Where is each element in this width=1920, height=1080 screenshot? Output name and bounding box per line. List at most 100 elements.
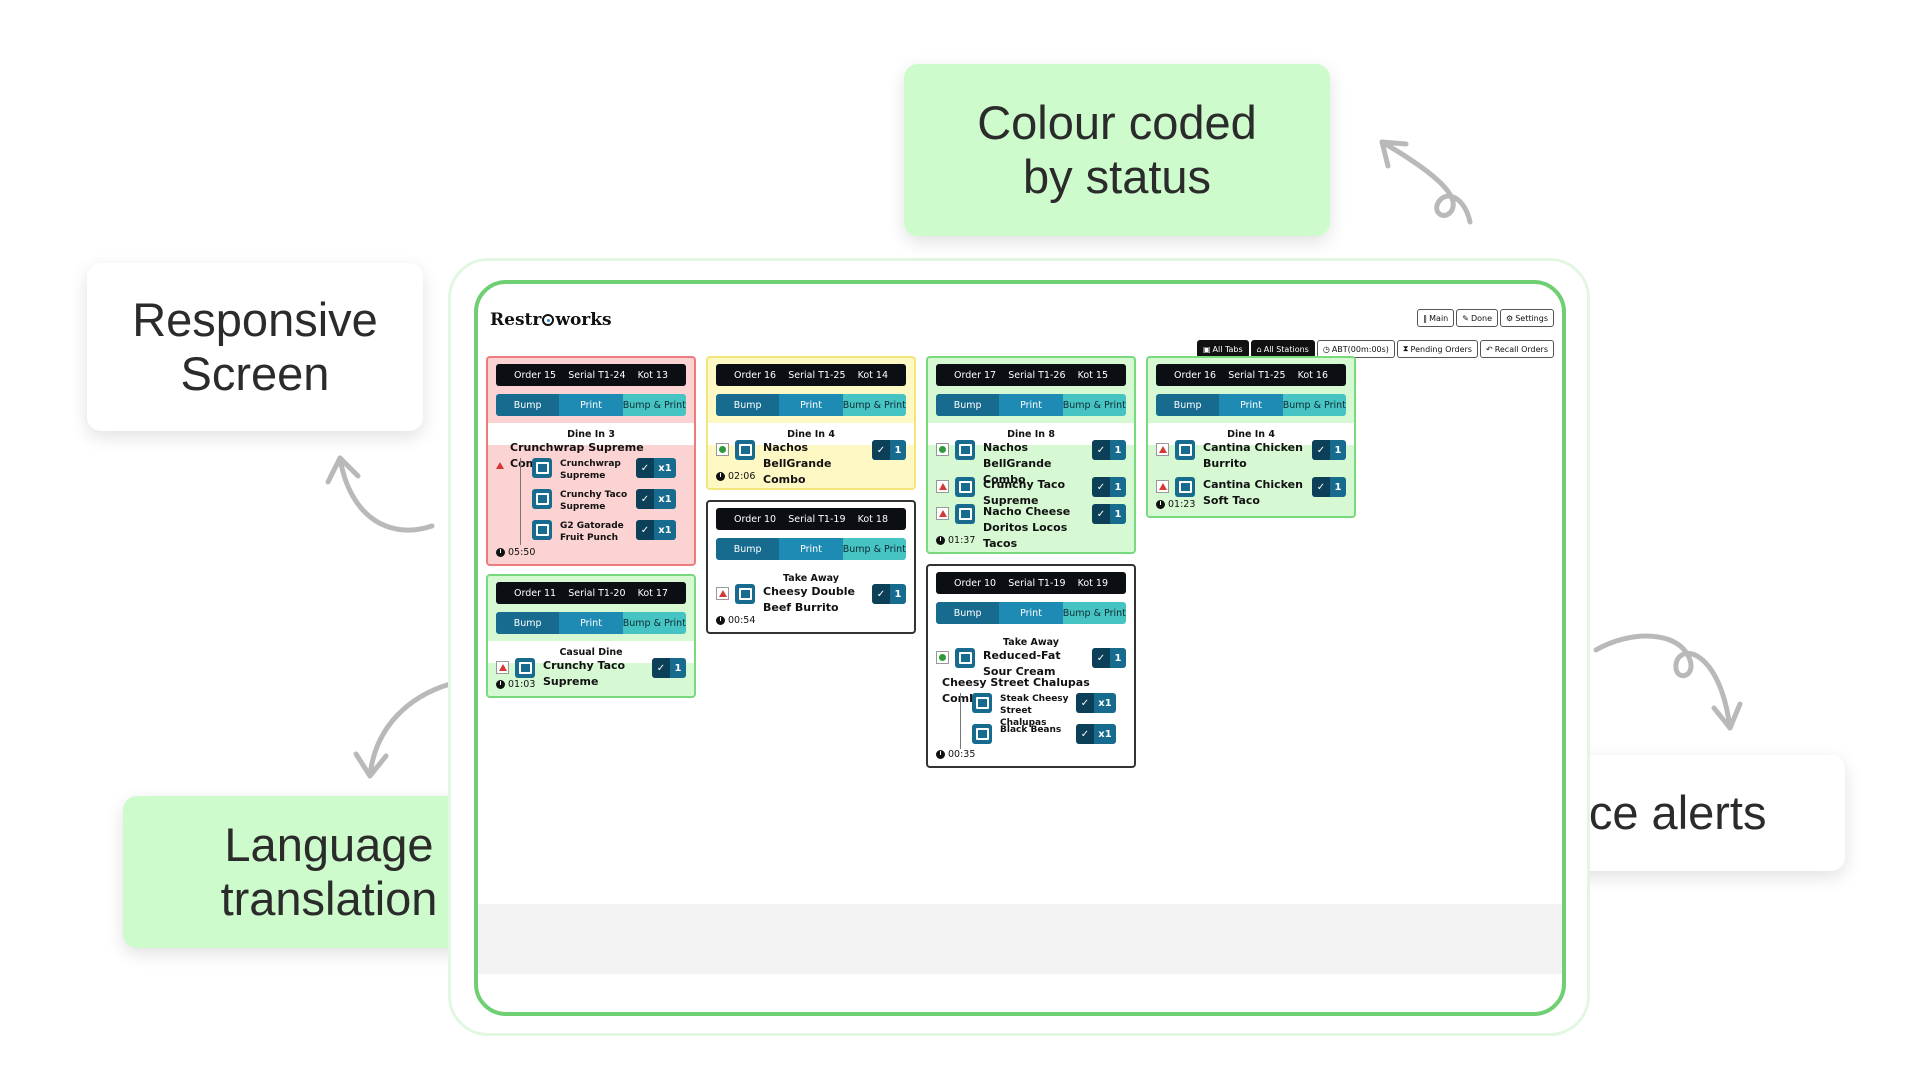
check-icon: ✓ bbox=[1312, 440, 1330, 460]
item-done-button[interactable]: ✓x1 bbox=[636, 520, 676, 540]
print-item-icon[interactable] bbox=[972, 693, 992, 713]
combo-subitem: Black Beans✓x1 bbox=[966, 724, 1116, 744]
print-button[interactable]: Print bbox=[559, 612, 623, 634]
print-item-icon[interactable] bbox=[532, 458, 552, 478]
item-done-button[interactable]: ✓1 bbox=[872, 440, 906, 460]
print-item-icon[interactable] bbox=[955, 440, 975, 460]
nonveg-indicator-icon bbox=[936, 480, 949, 493]
print-button[interactable]: Print bbox=[779, 538, 843, 560]
combo-subitem: Crunchwrap Supreme✓x1 bbox=[526, 458, 676, 482]
print-button[interactable]: Print bbox=[1219, 394, 1283, 416]
print-item-icon[interactable] bbox=[955, 477, 975, 497]
item-done-button[interactable]: ✓1 bbox=[1092, 477, 1126, 497]
elapsed-time: 01:23 bbox=[1168, 499, 1196, 510]
order-number: Order 17 bbox=[954, 369, 997, 381]
item-done-button[interactable]: ✓x1 bbox=[1076, 724, 1116, 744]
bump-print-button[interactable]: Bump & Print bbox=[1062, 394, 1126, 416]
bump-print-button[interactable]: Bump & Print bbox=[622, 612, 686, 634]
button-label: Recall Orders bbox=[1494, 344, 1548, 354]
item-name: Nachos BellGrande Combo bbox=[983, 441, 1052, 486]
print-item-icon[interactable] bbox=[532, 520, 552, 540]
item-done-button[interactable]: ✓1 bbox=[872, 584, 906, 604]
settings-button[interactable]: ⚙Settings bbox=[1500, 309, 1554, 327]
main-button[interactable]: ‖Main bbox=[1417, 309, 1455, 327]
item-done-button[interactable]: ✓1 bbox=[1312, 440, 1346, 460]
order-number: Order 10 bbox=[954, 577, 997, 589]
print-item-icon[interactable] bbox=[972, 724, 992, 744]
timer-icon: ◷ bbox=[1322, 344, 1330, 354]
order-number: Order 10 bbox=[734, 513, 777, 525]
print-item-icon[interactable] bbox=[515, 658, 535, 678]
bump-button[interactable]: Bump bbox=[496, 394, 560, 416]
recall-orders-button[interactable]: ↶Recall Orders bbox=[1479, 340, 1554, 358]
item-name: Nachos BellGrande Combo bbox=[763, 441, 832, 486]
bump-button[interactable]: Bump bbox=[716, 538, 780, 560]
nonveg-indicator-icon bbox=[1156, 480, 1169, 493]
item-done-button[interactable]: ✓1 bbox=[1092, 648, 1126, 668]
item-qty: 1 bbox=[1110, 440, 1126, 460]
order-type: Take Away bbox=[928, 631, 1134, 653]
done-button[interactable]: ✎Done bbox=[1456, 309, 1499, 327]
check-icon: ✓ bbox=[1076, 724, 1094, 744]
print-button[interactable]: Print bbox=[999, 602, 1063, 624]
bump-print-button[interactable]: Bump & Print bbox=[1062, 602, 1126, 624]
print-button[interactable]: Print bbox=[999, 394, 1063, 416]
bump-print-button[interactable]: Bump & Print bbox=[1282, 394, 1346, 416]
print-button[interactable]: Print bbox=[779, 394, 843, 416]
check-icon: ✓ bbox=[872, 440, 890, 460]
order-timer: 00:35 bbox=[936, 749, 975, 760]
hourglass-icon: ⧗ bbox=[1402, 344, 1409, 353]
bump-button[interactable]: Bump bbox=[936, 602, 1000, 624]
print-item-icon[interactable] bbox=[735, 584, 755, 604]
elapsed-time: 05:50 bbox=[508, 547, 536, 558]
item-qty: 1 bbox=[890, 440, 906, 460]
order-number: Order 15 bbox=[514, 369, 557, 381]
item-done-button[interactable]: ✓x1 bbox=[636, 489, 676, 509]
bump-button[interactable]: Bump bbox=[496, 612, 560, 634]
subitem-name: G2 Gatorade Fruit Punch bbox=[560, 521, 624, 543]
bump-button[interactable]: Bump bbox=[936, 394, 1000, 416]
order-type: Dine In 3 bbox=[488, 423, 694, 445]
print-item-icon[interactable] bbox=[735, 440, 755, 460]
item-done-button[interactable]: ✓1 bbox=[1092, 440, 1126, 460]
bump-button[interactable]: Bump bbox=[716, 394, 780, 416]
print-item-icon[interactable] bbox=[955, 504, 975, 524]
clock-icon bbox=[936, 536, 945, 545]
order-kot: Kot 19 bbox=[1077, 577, 1108, 589]
item-done-button[interactable]: ✓1 bbox=[1092, 504, 1126, 524]
pending-orders-button[interactable]: ⧗Pending Orders bbox=[1396, 340, 1478, 358]
order-type: Casual Dine bbox=[488, 641, 694, 663]
callout-text-line: translation bbox=[220, 872, 438, 925]
order-number: Order 11 bbox=[514, 587, 557, 599]
item-done-button[interactable]: ✓x1 bbox=[1076, 693, 1116, 713]
bump-button[interactable]: Bump bbox=[1156, 394, 1220, 416]
item-done-button[interactable]: ✓x1 bbox=[636, 458, 676, 478]
print-item-icon[interactable] bbox=[955, 648, 975, 668]
print-item-icon[interactable] bbox=[1175, 477, 1195, 497]
bump-print-button[interactable]: Bump & Print bbox=[842, 394, 906, 416]
bump-print-button[interactable]: Bump & Print bbox=[622, 394, 686, 416]
abt-m-s--button[interactable]: ◷ABT(00m:00s) bbox=[1316, 340, 1395, 358]
print-item-icon[interactable] bbox=[1175, 440, 1195, 460]
print-button[interactable]: Print bbox=[559, 394, 623, 416]
print-item-icon[interactable] bbox=[532, 489, 552, 509]
clock-icon bbox=[1156, 500, 1165, 509]
item-done-button[interactable]: ✓1 bbox=[1312, 477, 1346, 497]
check-icon: ✓ bbox=[1092, 504, 1110, 524]
gear-icon: ⚙ bbox=[1506, 313, 1514, 323]
item-done-button[interactable]: ✓1 bbox=[652, 658, 686, 678]
bump-print-button[interactable]: Bump & Print bbox=[842, 538, 906, 560]
curly-arrow-icon bbox=[1379, 139, 1473, 225]
